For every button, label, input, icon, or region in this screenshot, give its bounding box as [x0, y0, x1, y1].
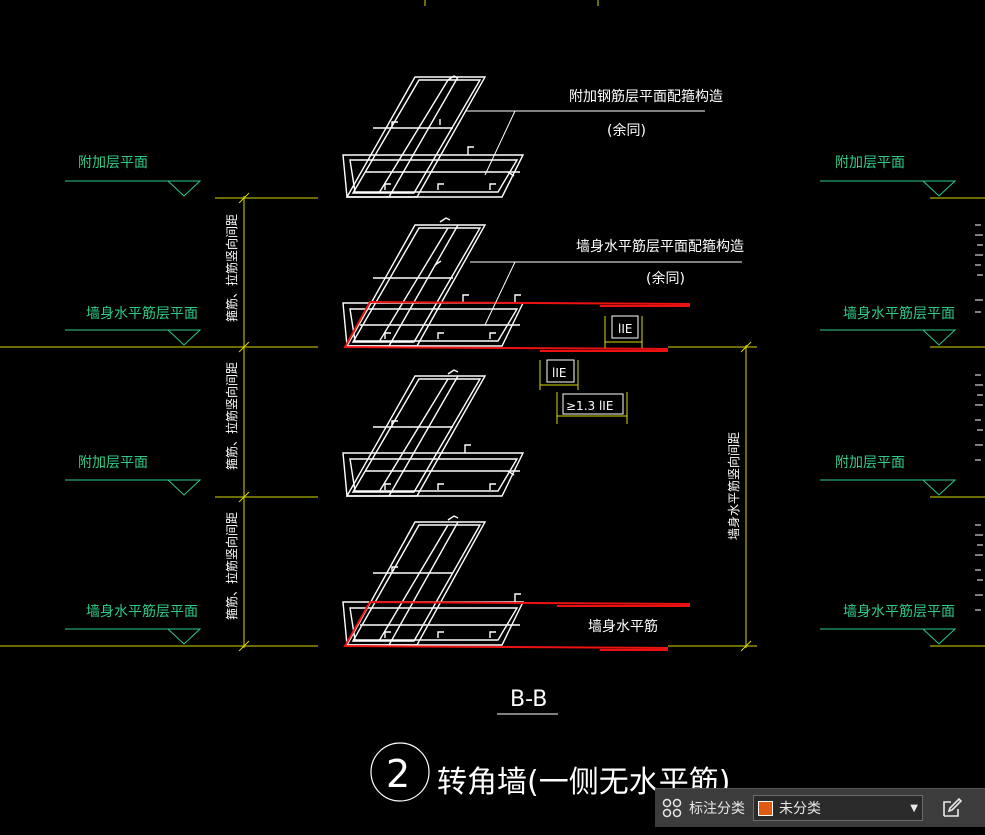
wall-horizontal-rebar-lower	[343, 600, 691, 651]
level-label: 附加层平面	[835, 155, 905, 171]
right-clipped-dimension-marks	[975, 224, 983, 611]
note-text: 附加钢筋层平面配箍构造	[569, 88, 723, 105]
lap-dimension-boxes	[546, 315, 639, 415]
chevron-down-icon: ▼	[910, 802, 918, 814]
stirrup-cage-4	[342, 515, 525, 646]
dimension-text: 箍筋、拉筋竖向间距	[224, 214, 239, 322]
dimension-text: 墙身水平筋竖向间距	[726, 432, 741, 540]
edit-button[interactable]	[937, 793, 967, 823]
category-value: 未分类	[779, 801, 821, 817]
dimension-text: 箍筋、拉筋竖向间距	[224, 512, 239, 620]
right-dimension-line	[740, 341, 752, 652]
lap-length-label: lIE	[552, 366, 566, 380]
level-label: 附加层平面	[835, 455, 905, 471]
level-label: 墙身水平筋层平面	[843, 305, 955, 322]
bar-label: 墙身水平筋	[588, 618, 658, 635]
grid-button[interactable]	[655, 789, 689, 827]
level-lines	[0, 197, 985, 647]
detail-number: 2	[386, 752, 410, 796]
note-text: (余同)	[607, 122, 646, 139]
category-color-swatch	[758, 800, 773, 816]
detail-number-circle	[370, 742, 430, 802]
stirrup-cage-1	[342, 75, 525, 198]
lap-length-label: lIE	[618, 322, 632, 336]
stirrup-cage-2	[342, 217, 525, 347]
dimension-text: 箍筋、拉筋竖向间距	[224, 362, 239, 470]
edit-icon	[943, 797, 963, 817]
level-label: 墙身水平筋层平面	[86, 305, 198, 322]
level-label: 墙身水平筋层平面	[843, 603, 955, 620]
level-label: 墙身水平筋层平面	[86, 603, 198, 620]
lap-length-label: ≥1.3 lIE	[566, 399, 613, 413]
section-label: B-B	[510, 687, 547, 712]
top-ticks	[424, 0, 599, 6]
stirrup-cage-3	[342, 369, 525, 497]
note-leaders	[465, 110, 742, 326]
level-label: 附加层平面	[78, 155, 148, 171]
wall-horizontal-rebar-upper	[343, 300, 691, 352]
note-text: 墙身水平筋层平面配箍构造	[576, 238, 744, 255]
level-symbols	[65, 180, 957, 645]
lap-dimension-marks	[539, 316, 643, 424]
annotation-category-label: 标注分类	[689, 801, 745, 817]
annotation-status-bar: 标注分类 未分类 ▼	[655, 788, 985, 827]
category-select[interactable]: 未分类 ▼	[753, 795, 923, 821]
left-dimension-line	[238, 192, 250, 652]
level-label: 附加层平面	[78, 455, 148, 471]
note-text: (余同)	[646, 270, 685, 287]
grid-icon	[662, 798, 682, 818]
